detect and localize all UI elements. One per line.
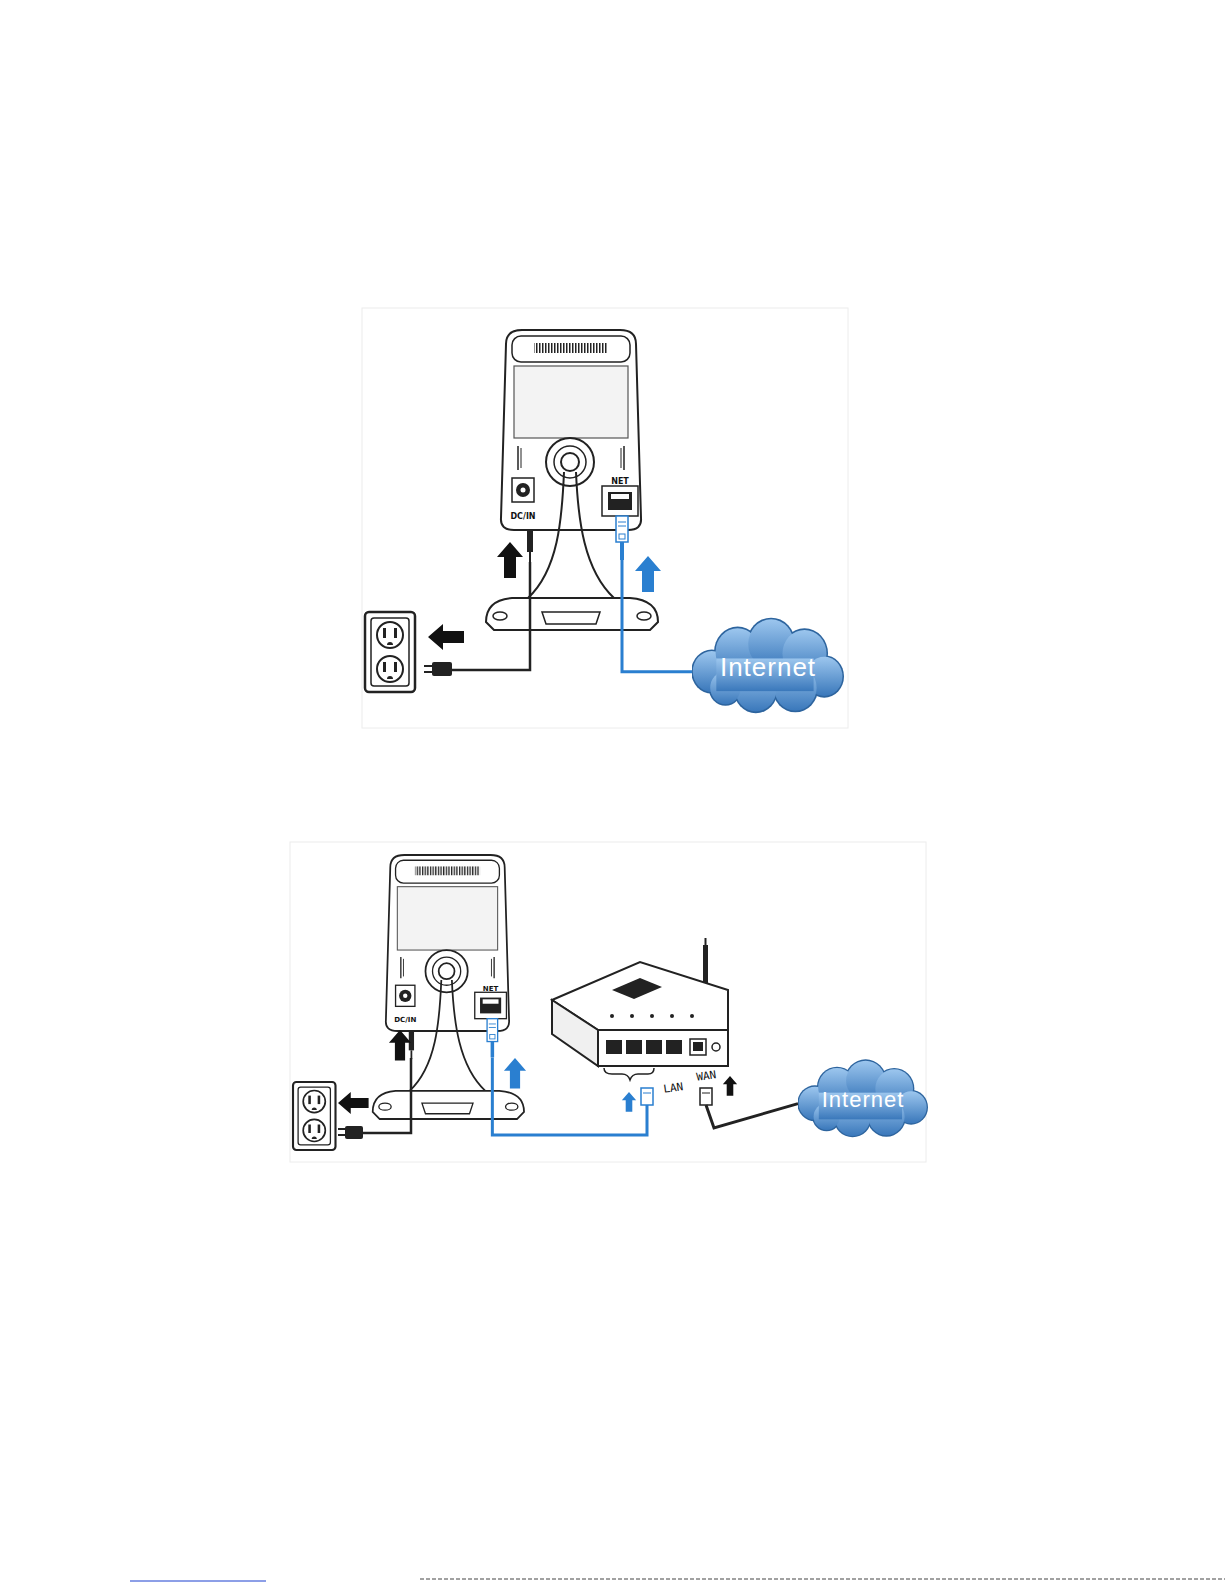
port-group-label: LAN <box>663 1080 684 1096</box>
internet-cloud: Internet <box>692 616 844 714</box>
figure-frame <box>362 308 848 728</box>
camera-drawing <box>486 330 658 630</box>
power-adapter <box>338 1058 411 1139</box>
camera-drawing <box>373 855 524 1119</box>
plug-arrow <box>504 1058 526 1089</box>
router: LAN WAN <box>548 940 738 1105</box>
figure-frame <box>290 842 926 1162</box>
cloud-label: Internet <box>720 652 816 683</box>
ip-camera: DC/IN NET <box>385 855 510 1057</box>
footer-rule <box>420 1579 1225 1580</box>
power-outlet <box>365 612 415 692</box>
text-slot: DC/IN <box>394 1007 416 1026</box>
network-cable <box>492 1057 647 1135</box>
text-slot: Internet <box>692 616 844 714</box>
port-group-label: WAN <box>696 1068 717 1084</box>
network-cable <box>622 560 692 672</box>
port-label: NET <box>611 477 629 486</box>
port-label: DC/IN <box>394 1015 416 1024</box>
power-adapter <box>424 562 530 676</box>
ip-camera: DC/IN NET <box>500 330 642 560</box>
text-slot: DC/IN <box>510 504 535 523</box>
plug-arrow <box>338 1092 369 1114</box>
text-slot: Internet <box>798 1058 928 1138</box>
port-label: DC/IN <box>510 512 535 521</box>
network-cable <box>706 1104 798 1128</box>
power-outlet <box>293 1082 336 1150</box>
plug-arrow <box>635 556 661 592</box>
cloud-label: Internet <box>822 1087 905 1113</box>
text-slot: WAN <box>695 1063 717 1085</box>
text-slot: NET <box>611 469 629 488</box>
plug-arrow <box>622 1092 636 1112</box>
plug-arrow <box>497 542 523 578</box>
text-slot: NET <box>483 976 498 995</box>
plug-arrow <box>723 1076 737 1096</box>
plug-arrow <box>389 1030 411 1061</box>
internet-cloud: Internet <box>798 1058 928 1138</box>
plug-arrow <box>428 624 464 650</box>
text-slot: LAN <box>662 1075 684 1097</box>
router-drawing <box>552 938 728 1105</box>
footer-link-rule <box>130 1581 266 1582</box>
port-label: NET <box>483 984 498 993</box>
